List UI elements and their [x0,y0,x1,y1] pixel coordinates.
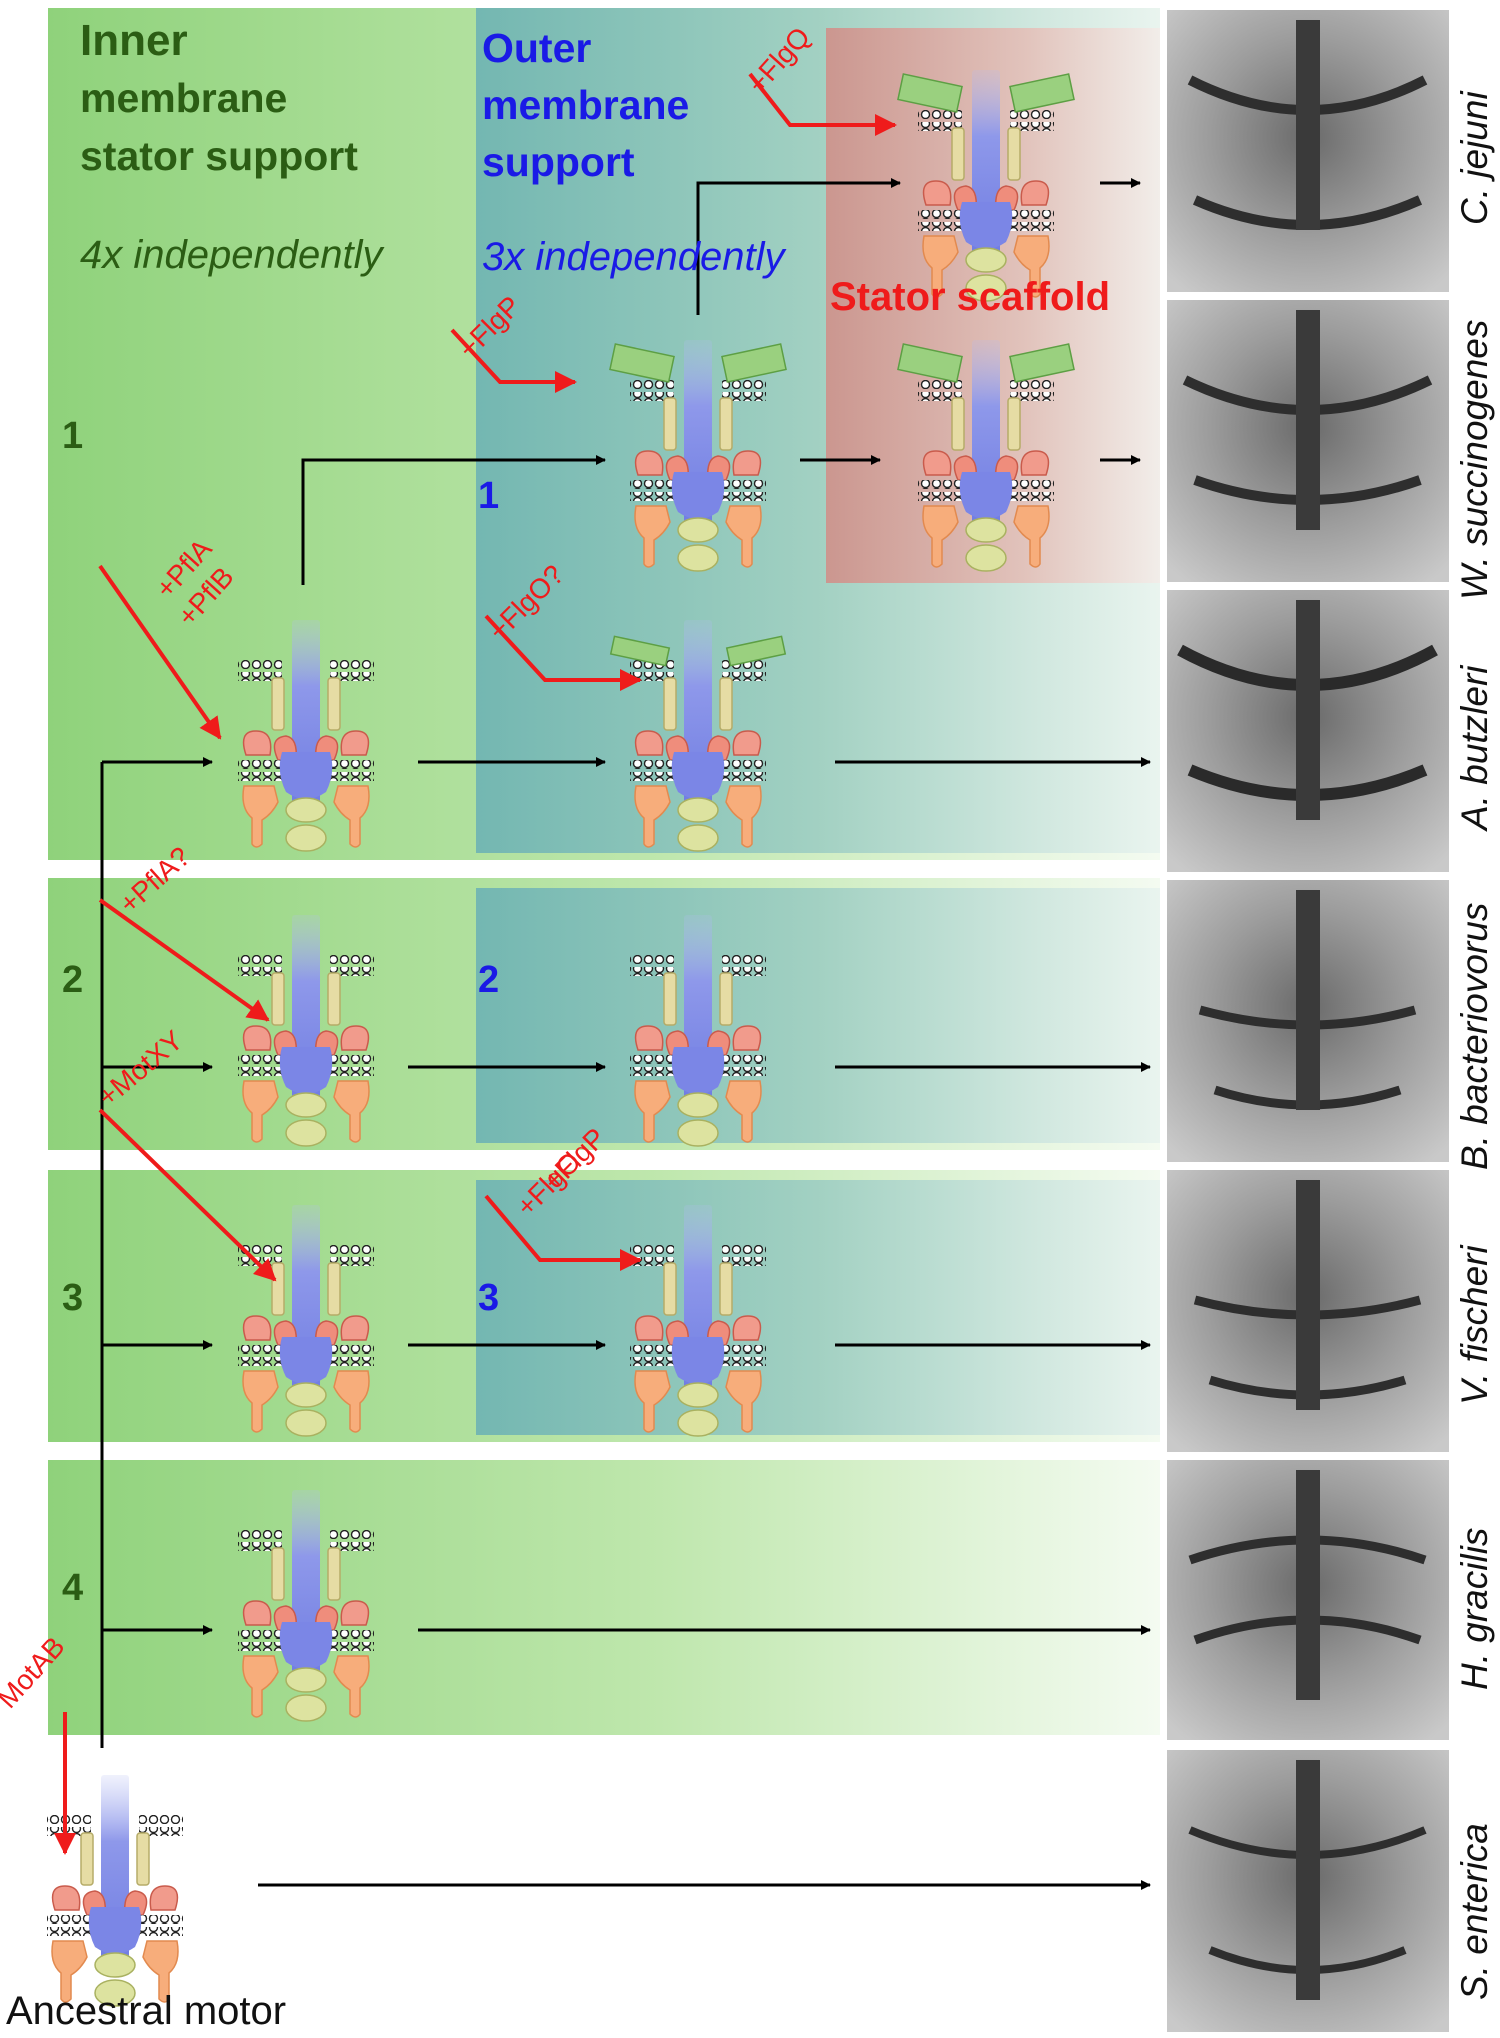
outer-header-line2: membrane [482,82,689,128]
tomogram-panel [1167,10,1449,292]
outer-support-parts [609,73,1075,667]
species-label-v-fischeri: V. fischeri [1454,1244,1495,1405]
species-label-s-enterica: S. enterica [1454,1823,1495,2000]
green-row-number-1: 1 [62,415,83,457]
outer-header-line1: Outer [482,25,591,71]
inner-header-line2: membrane [80,75,287,121]
species-label-b-bacteriovorus: B. bacteriovorus [1454,903,1495,1170]
inner-header-line1: Inner [80,16,188,65]
tomogram-panel [1167,300,1449,582]
inner-header-line3: stator support [80,133,358,179]
blue-row-number-1: 1 [478,475,499,517]
green-row-number-4: 4 [62,1567,83,1609]
green-row-number-2: 2 [62,959,83,1001]
blue-row-number-3: 3 [478,1277,499,1319]
outer-membrane-panel-2 [476,888,1160,1143]
tomogram-panel [1167,880,1449,1162]
outer-header-line3: support [482,139,635,185]
species-label-a-butzleri: A. butzleri [1454,664,1495,832]
addition-arrows [54,72,897,1855]
species-label-w-succinogenes: W. succinogenes [1454,320,1495,600]
tomogram-panel [1167,1170,1449,1452]
lineage-arrows [100,178,1151,1890]
species-label-h-gracilis: H. gracilis [1454,1528,1495,1690]
blue-row-number-2: 2 [478,959,499,1001]
outer-membrane-panel-3 [476,1180,1160,1435]
outer-subtitle: 3x independently [482,235,787,279]
inner-subtitle: 4x independently [80,233,385,277]
stator-scaffold-title: Stator scaffold [830,275,1110,319]
species-label-c-jejuni: C. jejuni [1454,90,1495,225]
tomogram-panel [1167,1750,1449,2032]
ancestral-motor-label: Ancestral motor [6,1989,286,2033]
tomogram-panel [1167,590,1449,872]
inner-membrane-panel-4 [48,1460,1160,1735]
green-row-number-3: 3 [62,1277,83,1319]
motor-schematic-icon [46,1774,184,2007]
tomogram-panel [1167,1460,1449,1740]
